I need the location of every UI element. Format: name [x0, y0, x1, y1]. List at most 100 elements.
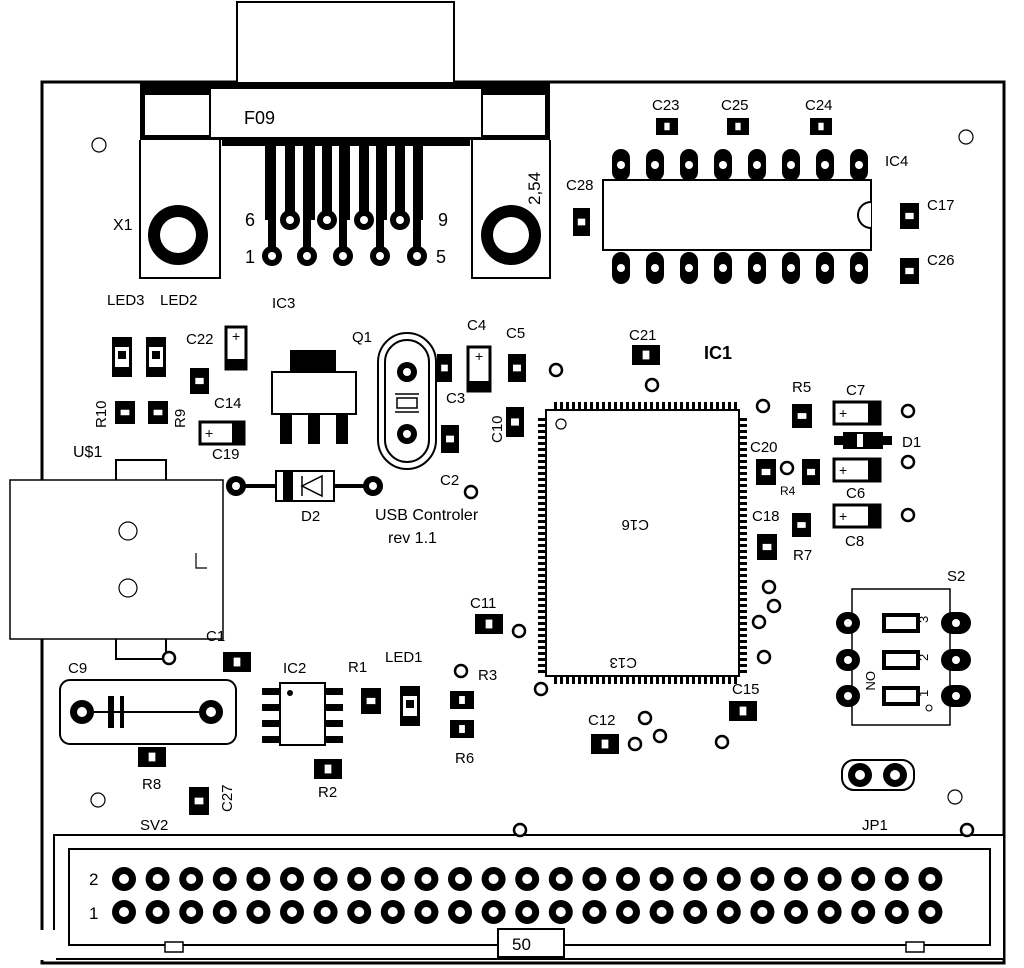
qfp-pin [739, 466, 747, 469]
svg-text:3: 3 [916, 616, 931, 623]
label-c21: C21 [629, 327, 657, 344]
svg-text:IC3: IC3 [272, 295, 295, 312]
d1-diode: D1 [834, 432, 921, 451]
qfp-pin [739, 514, 747, 517]
qfp-pin [739, 484, 747, 487]
label-led1: LED1 [385, 649, 423, 666]
qfp-pin [538, 538, 546, 541]
svg-text:6: 6 [245, 210, 255, 230]
qfp-pin [739, 562, 747, 565]
qfp-pin [739, 544, 747, 547]
via [756, 649, 772, 665]
label-r5: R5 [792, 379, 811, 396]
qfp-pin [538, 526, 546, 529]
via [453, 663, 469, 679]
qfp-pin [590, 676, 593, 684]
qfp-pin [614, 676, 617, 684]
qfp-pin [614, 402, 617, 410]
qfp-pin [692, 402, 695, 410]
via [900, 507, 916, 523]
label-c18: C18 [752, 508, 780, 525]
qfp-pin [734, 676, 737, 684]
label-r1: R1 [348, 659, 367, 676]
via [637, 710, 653, 726]
qfp-pin [650, 676, 653, 684]
via [161, 650, 177, 666]
ic4-dip-package: IC4 [602, 149, 908, 284]
qfp-pin [566, 402, 569, 410]
qfp-pin [739, 586, 747, 589]
qfp-pin [538, 658, 546, 661]
qfp-pin [572, 402, 575, 410]
qfp-pin [590, 402, 593, 410]
qfp-pin [584, 676, 587, 684]
via [751, 614, 767, 630]
qfp-pin [739, 664, 747, 667]
svg-text:9: 9 [438, 210, 448, 230]
qfp-pin [662, 676, 665, 684]
label-r2: R2 [318, 784, 337, 801]
qfp-pin [739, 628, 747, 631]
sv2-header: SV2 50 2 1 [40, 817, 1005, 960]
qfp-pin [739, 604, 747, 607]
svg-text:1: 1 [245, 247, 255, 267]
qfp-pin [608, 402, 611, 410]
qfp-pin [722, 402, 725, 410]
via [755, 398, 771, 414]
qfp-pin [538, 544, 546, 547]
ic1-qfp: IC1 C16 C13 [538, 343, 747, 684]
connector-x-label: X1 [113, 217, 133, 234]
qfp-pin [739, 502, 747, 505]
qfp-pin [538, 562, 546, 565]
ic2-package: IC2 [262, 660, 343, 746]
svg-text:JP1: JP1 [862, 817, 888, 834]
qfp-pin [739, 598, 747, 601]
qfp-pin [656, 676, 659, 684]
qfp-pin [739, 496, 747, 499]
label-c24: C24 [805, 97, 833, 114]
qfp-pin [739, 424, 747, 427]
via [512, 822, 528, 838]
label-r4: R4 [780, 484, 796, 498]
qfp-pin [538, 502, 546, 505]
qfp-pin [728, 676, 731, 684]
label-c5: C5 [506, 325, 525, 342]
qfp-pin [644, 402, 647, 410]
qfp-pin [722, 676, 725, 684]
qfp-pin [538, 622, 546, 625]
via [779, 460, 795, 476]
c9-capacitor: C9 [59, 660, 237, 745]
svg-text:C9: C9 [68, 660, 87, 677]
qfp-pin [644, 676, 647, 684]
qfp-pin [538, 472, 546, 475]
svg-text:U$1: U$1 [73, 444, 102, 461]
via [766, 598, 782, 614]
qfp-pin [739, 640, 747, 643]
qfp-pin [739, 442, 747, 445]
qfp-pin [739, 508, 747, 511]
via [900, 403, 916, 419]
qfp-pin [538, 604, 546, 607]
label-c22: C22 [186, 331, 214, 348]
qfp-pin [538, 466, 546, 469]
label-c1: C1 [206, 628, 225, 645]
label-c20: C20 [750, 439, 778, 456]
label-c23: C23 [652, 97, 680, 114]
qfp-pin [739, 436, 747, 439]
qfp-pin [584, 402, 587, 410]
qfp-pin [538, 610, 546, 613]
svg-text:+: + [839, 462, 847, 478]
qfp-pin [596, 402, 599, 410]
label-r10: R10 [93, 400, 110, 428]
qfp-pin [704, 402, 707, 410]
qfp-pin [538, 616, 546, 619]
via [714, 734, 730, 750]
qfp-pin [739, 646, 747, 649]
d2-diode: D2 [226, 470, 383, 525]
via [548, 362, 564, 378]
qfp-pin [698, 402, 701, 410]
qfp-pin [560, 402, 563, 410]
svg-text:C16: C16 [621, 516, 649, 533]
qfp-pin [668, 402, 671, 410]
svg-text:+: + [839, 508, 847, 524]
